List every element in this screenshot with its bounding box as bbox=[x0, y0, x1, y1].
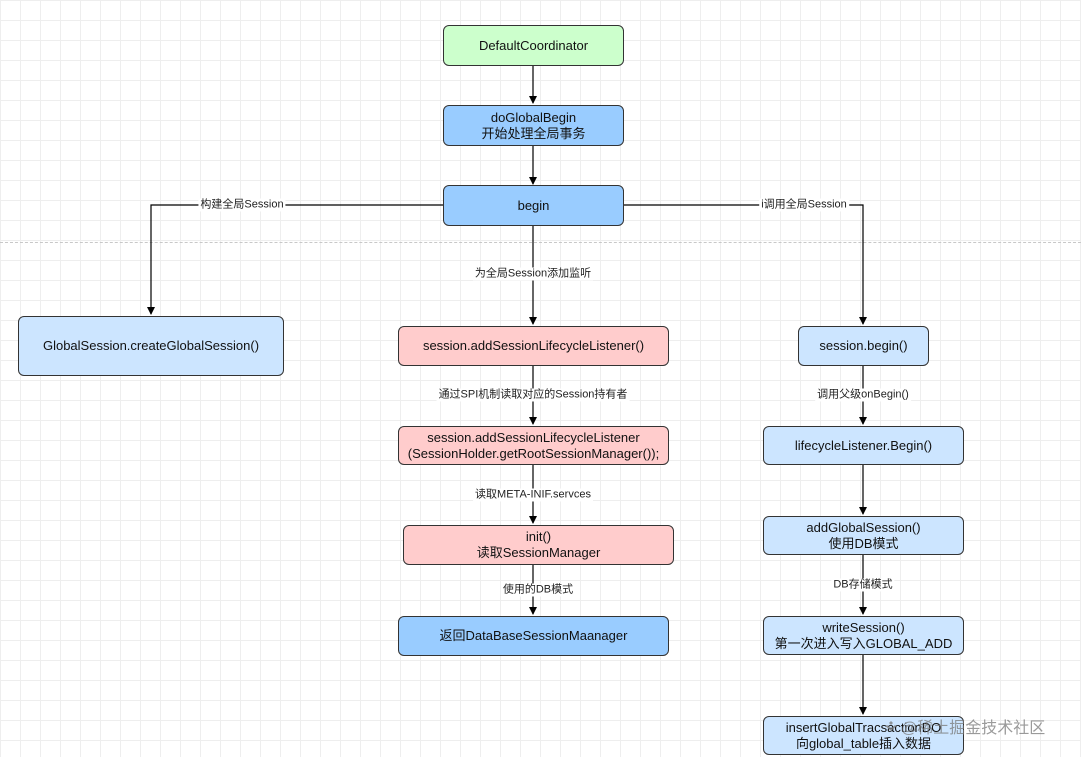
edge-label-call-parent-on-begin: 调用父级onBegin() bbox=[815, 388, 911, 402]
node-add-listener-holder[interactable]: session.addSessionLifecycleListener (Ses… bbox=[398, 426, 669, 465]
node-begin[interactable]: begin bbox=[443, 185, 624, 226]
node-create-global-session-text: GlobalSession.createGlobalSession() bbox=[42, 338, 260, 353]
node-do-global-begin-line2: 开始处理全局事务 bbox=[481, 125, 586, 141]
juejin-logo-icon bbox=[885, 721, 897, 731]
watermark: @稀土掘金技术社区 bbox=[884, 714, 1045, 738]
edge-label-db-storage-mode: DB存储模式 bbox=[831, 578, 895, 592]
edge-label-read-meta-inf: 读取META-INIF.servces bbox=[473, 488, 593, 502]
edge-label-build-global-session: 构建全局Session bbox=[198, 198, 286, 212]
node-write-session-line2: 第一次进入写入GLOBAL_ADD bbox=[774, 635, 953, 651]
node-lifecycle-begin[interactable]: lifecycleListener.Begin() bbox=[763, 426, 964, 465]
node-session-begin-text: session.begin() bbox=[819, 338, 908, 353]
node-write-session-line1: writeSession() bbox=[822, 619, 905, 635]
node-add-global-session-line1: addGlobalSession() bbox=[806, 519, 921, 535]
node-default-coordinator[interactable]: DefaultCoordinator bbox=[443, 25, 624, 66]
edge-begin-to-session-begin bbox=[624, 204, 867, 325]
node-init-line1: init() bbox=[525, 529, 552, 544]
node-session-begin[interactable]: session.begin() bbox=[798, 326, 929, 366]
node-add-listener-text: session.addSessionLifecycleListener() bbox=[422, 338, 645, 353]
node-insert-global[interactable]: insertGlobalTracsactionDO 向global_table插… bbox=[763, 716, 964, 755]
edge-label-spi-read: 通过SPI机制读取对应的Session持有者 bbox=[436, 388, 630, 402]
edge-label-call-global-session: i调用全局Session bbox=[759, 198, 849, 212]
edge-label-use-db-mode: 使用的DB模式 bbox=[500, 583, 576, 597]
node-add-listener-holder-line2: (SessionHolder.getRootSessionManager()); bbox=[407, 445, 660, 461]
node-add-listener-holder-line1: session.addSessionLifecycleListener bbox=[427, 429, 640, 445]
node-default-coordinator-text: DefaultCoordinator bbox=[478, 37, 589, 53]
edge-label-add-listener: 为全局Session添加监听 bbox=[472, 267, 594, 281]
node-write-session[interactable]: writeSession() 第一次进入写入GLOBAL_ADD bbox=[763, 616, 964, 655]
node-return-db-manager[interactable]: 返回DataBaseSessionMaanager bbox=[398, 616, 669, 656]
node-insert-global-line1: insertGlobalTracsactionDO bbox=[785, 719, 942, 735]
swimlane-separator bbox=[0, 242, 1081, 243]
node-insert-global-line2: 向global_table插入数据 bbox=[795, 735, 932, 751]
node-create-global-session[interactable]: GlobalSession.createGlobalSession() bbox=[18, 316, 284, 376]
node-init[interactable]: init() 读取SessionManager bbox=[403, 525, 674, 565]
node-add-listener[interactable]: session.addSessionLifecycleListener() bbox=[398, 326, 669, 366]
node-add-global-session-line2: 使用DB模式 bbox=[828, 535, 899, 551]
node-init-line2: 读取SessionManager bbox=[476, 545, 601, 560]
node-do-global-begin[interactable]: doGlobalBegin 开始处理全局事务 bbox=[443, 105, 624, 146]
watermark-text: @稀土掘金技术社区 bbox=[901, 720, 1046, 737]
node-lifecycle-begin-text: lifecycleListener.Begin() bbox=[794, 437, 933, 453]
node-return-db-manager-text: 返回DataBaseSessionMaanager bbox=[439, 628, 628, 643]
node-add-global-session[interactable]: addGlobalSession() 使用DB模式 bbox=[763, 516, 964, 555]
node-begin-text: begin bbox=[517, 197, 550, 213]
edge-begin-to-create-global-session bbox=[147, 204, 444, 315]
node-do-global-begin-line1: doGlobalBegin bbox=[490, 109, 577, 125]
